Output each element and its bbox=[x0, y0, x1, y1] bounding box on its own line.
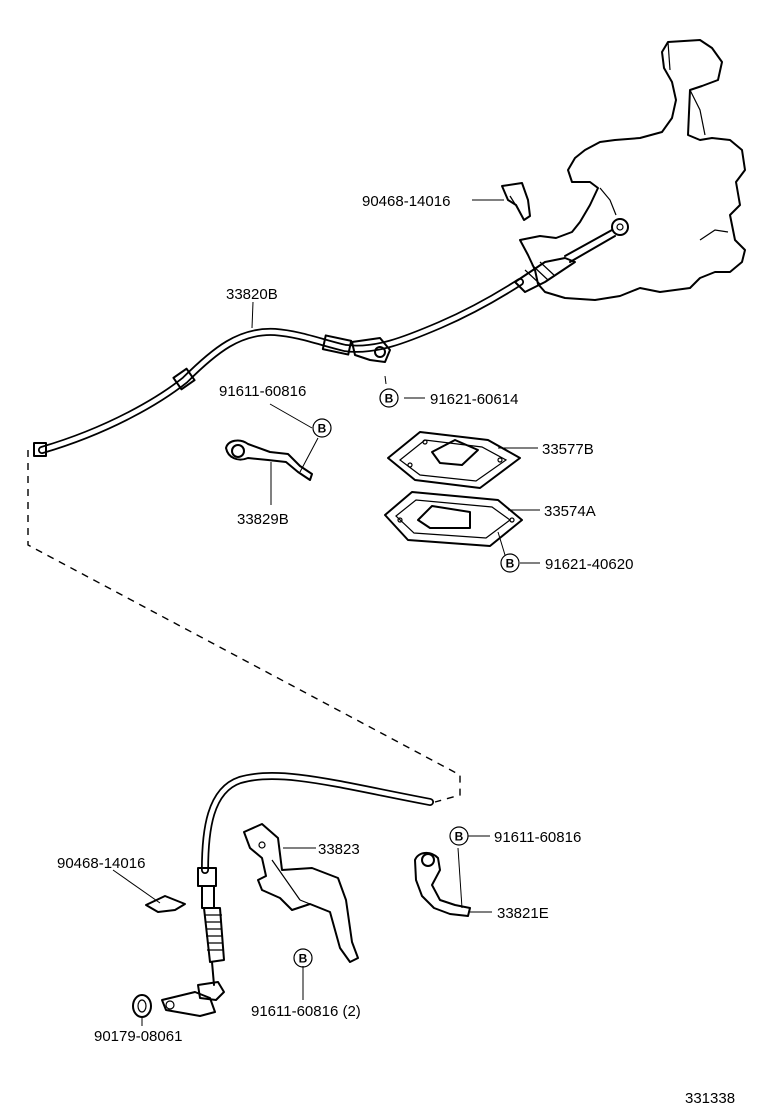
label-clip-top: 90468-14016 bbox=[362, 193, 450, 210]
label-bracket-top: 33829B bbox=[237, 511, 289, 528]
label-bracket-bottom: 33823 bbox=[318, 841, 360, 858]
clip-bottom bbox=[145, 895, 186, 913]
label-cable-assy: 33820B bbox=[226, 286, 278, 303]
bolt-marker-3: B bbox=[500, 553, 520, 573]
label-bracket-bottom-right: 33821E bbox=[497, 905, 549, 922]
connector-dashed-line bbox=[27, 450, 461, 803]
bolt-marker-1: B bbox=[379, 388, 399, 408]
clip-top bbox=[501, 182, 531, 221]
label-retainer: 33574A bbox=[544, 503, 596, 520]
label-bolt-bottom-right: 91611-60816 bbox=[494, 829, 581, 846]
shift-boot bbox=[387, 431, 521, 489]
shift-cable-lower bbox=[161, 771, 434, 1017]
label-bolt-plate: 91621-40620 bbox=[545, 556, 633, 573]
label-nut: 90179-08061 bbox=[94, 1028, 182, 1045]
svg-text:B: B bbox=[506, 557, 515, 571]
label-bolt-top-left: 91611-60816 bbox=[219, 383, 306, 400]
label-bolt-top-right: 91621-60614 bbox=[430, 391, 518, 408]
bracket-bottom-right bbox=[414, 852, 471, 917]
transmission-housing bbox=[519, 39, 746, 301]
leader-lines bbox=[112, 199, 540, 1026]
svg-text:B: B bbox=[318, 422, 327, 436]
label-boot: 33577B bbox=[542, 441, 594, 458]
retainer-plate bbox=[384, 491, 523, 547]
label-clip-bottom: 90468-14016 bbox=[57, 855, 145, 872]
bolt-marker-5: B bbox=[293, 948, 313, 968]
bolt-marker-2: B bbox=[312, 418, 332, 438]
svg-text:B: B bbox=[455, 830, 464, 844]
figure-number: 331338 bbox=[685, 1090, 735, 1107]
bracket-top bbox=[225, 439, 313, 481]
bracket-bottom bbox=[243, 823, 359, 963]
svg-text:B: B bbox=[299, 952, 308, 966]
label-bolt-bottom-center: 91611-60816 (2) bbox=[251, 1003, 361, 1020]
nut bbox=[132, 994, 152, 1018]
svg-text:B: B bbox=[385, 392, 394, 406]
bolt-marker-4: B bbox=[449, 826, 469, 846]
shift-cable-upper bbox=[33, 218, 629, 457]
